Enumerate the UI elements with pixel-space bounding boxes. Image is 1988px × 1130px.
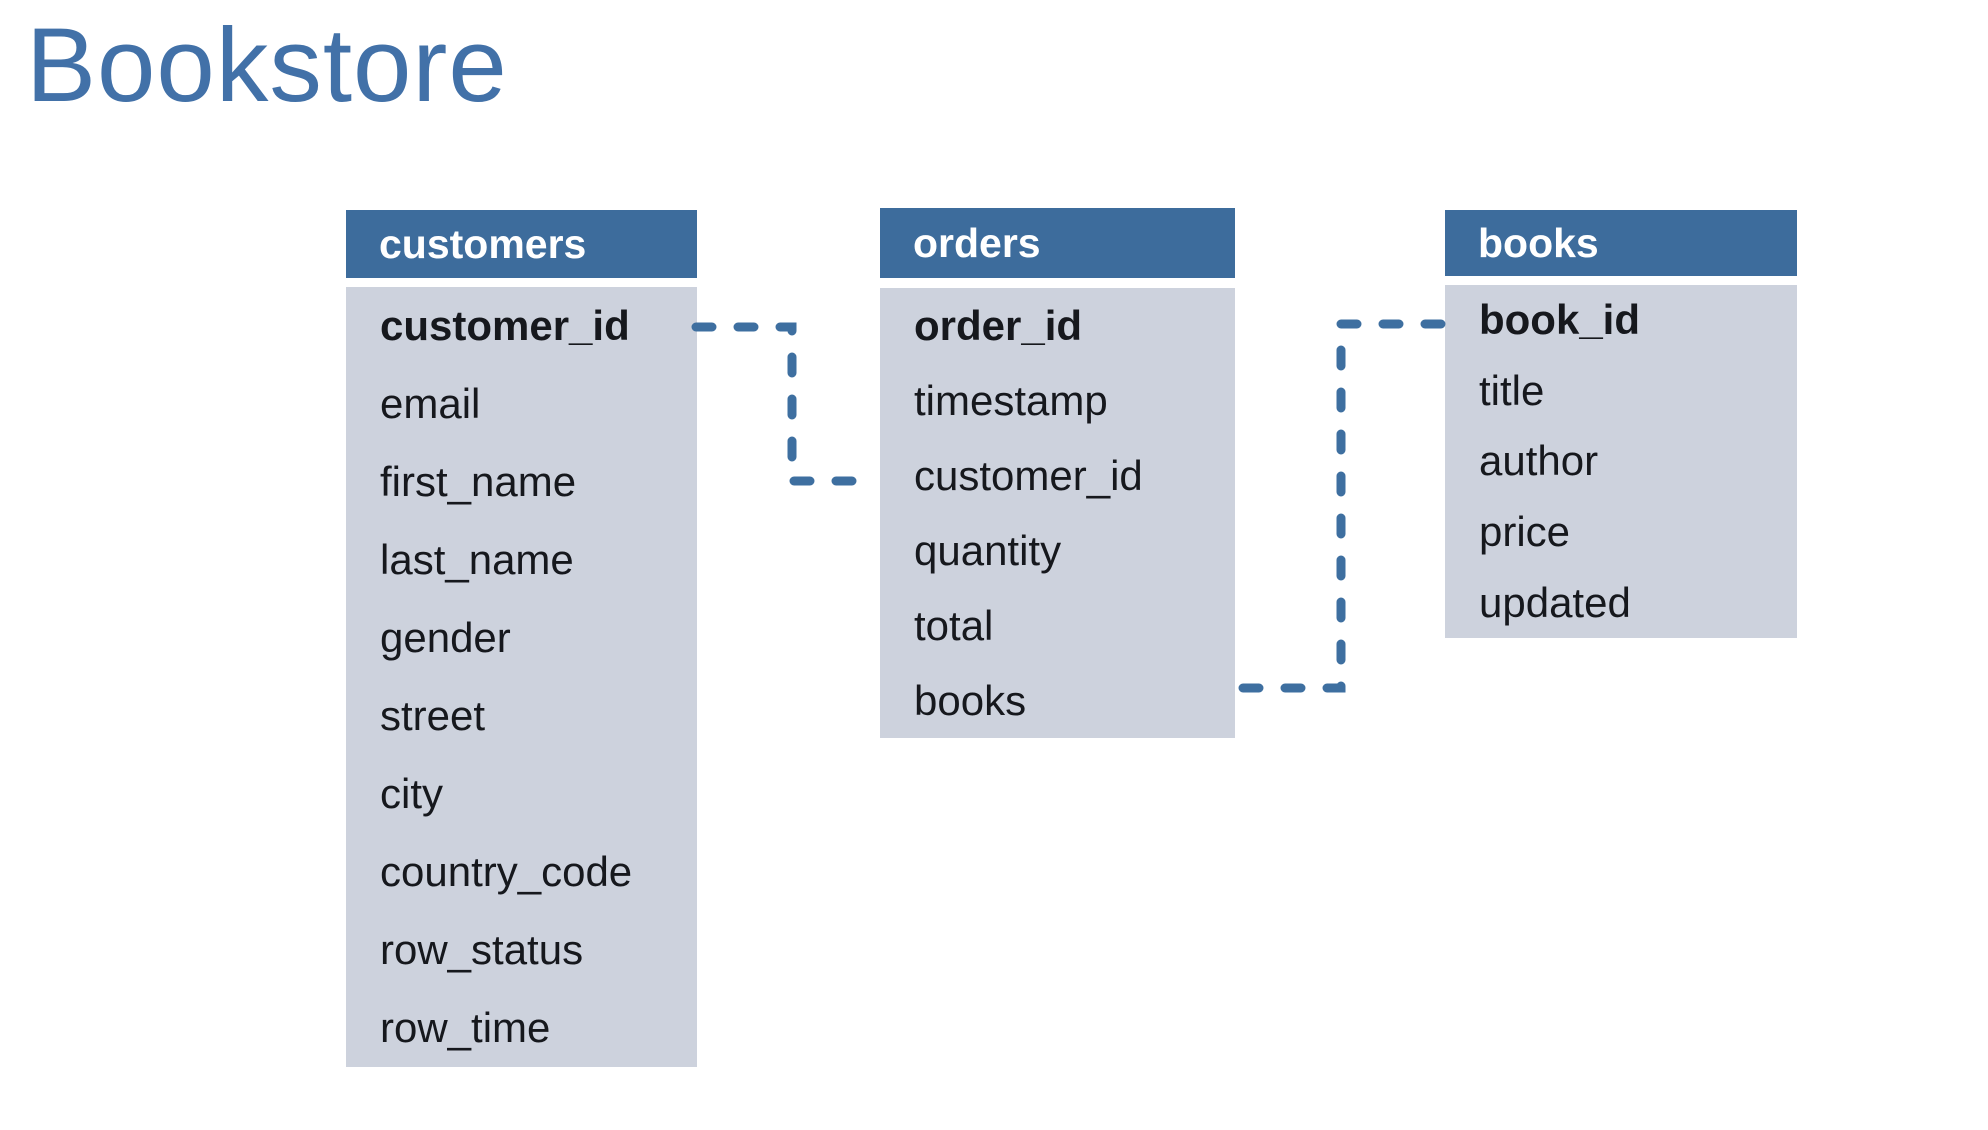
field-label: total xyxy=(914,601,994,649)
field-label: updated xyxy=(1479,578,1631,626)
field-row-price: price xyxy=(1445,497,1797,568)
table-title: orders xyxy=(913,219,1041,266)
field-row-row_status: row_status xyxy=(346,911,697,989)
table-header-customers: customers xyxy=(346,210,697,278)
field-row-first_name: first_name xyxy=(346,443,697,521)
field-label: first_name xyxy=(380,458,577,505)
field-row-updated: updated xyxy=(1445,567,1797,638)
field-label: books xyxy=(914,676,1027,724)
table-header-books: books xyxy=(1445,210,1797,276)
connector-orders-books-to-books-book-id xyxy=(1238,319,1447,693)
field-row-order_id: order_id xyxy=(880,288,1235,363)
field-label: gender xyxy=(380,614,511,661)
field-row-title: title xyxy=(1445,356,1797,427)
field-row-book_id: book_id xyxy=(1445,285,1797,356)
table-header-orders: orders xyxy=(880,208,1235,278)
table-title: books xyxy=(1478,219,1599,266)
field-label: book_id xyxy=(1479,296,1641,344)
field-label: title xyxy=(1479,366,1545,414)
field-label: customer_id xyxy=(380,302,630,349)
field-row-country_code: country_code xyxy=(346,833,697,911)
field-label: row_status xyxy=(380,926,584,973)
field-row-quantity: quantity xyxy=(880,513,1235,588)
field-row-street: street xyxy=(346,677,697,755)
field-row-books: books xyxy=(880,663,1235,738)
field-label: last_name xyxy=(380,536,574,583)
field-label: customer_id xyxy=(914,451,1143,499)
field-label: city xyxy=(380,770,443,817)
field-label: author xyxy=(1479,437,1599,485)
field-row-city: city xyxy=(346,755,697,833)
table-body-orders: order_id timestamp customer_id quantity tota… xyxy=(880,288,1235,738)
field-row-customer_id: customer_id xyxy=(346,287,697,365)
connector-customers-customer-id-to-orders-customer-id xyxy=(691,322,882,486)
page-title: Bookstore xyxy=(26,7,508,124)
field-row-last_name: last_name xyxy=(346,521,697,599)
field-row-total: total xyxy=(880,588,1235,663)
field-row-gender: gender xyxy=(346,599,697,677)
field-label: street xyxy=(380,692,486,739)
field-row-timestamp: timestamp xyxy=(880,363,1235,438)
field-label: price xyxy=(1479,508,1571,556)
field-row-row_time: row_time xyxy=(346,989,697,1067)
field-label: email xyxy=(380,380,481,427)
table-title: customers xyxy=(379,220,587,267)
field-label: country_code xyxy=(380,848,633,895)
field-row-email: email xyxy=(346,365,697,443)
field-label: quantity xyxy=(914,526,1062,574)
field-label: timestamp xyxy=(914,376,1108,424)
field-label: row_time xyxy=(380,1004,551,1051)
field-label: order_id xyxy=(914,301,1083,349)
field-row-author: author xyxy=(1445,426,1797,497)
field-row-customer_id: customer_id xyxy=(880,438,1235,513)
